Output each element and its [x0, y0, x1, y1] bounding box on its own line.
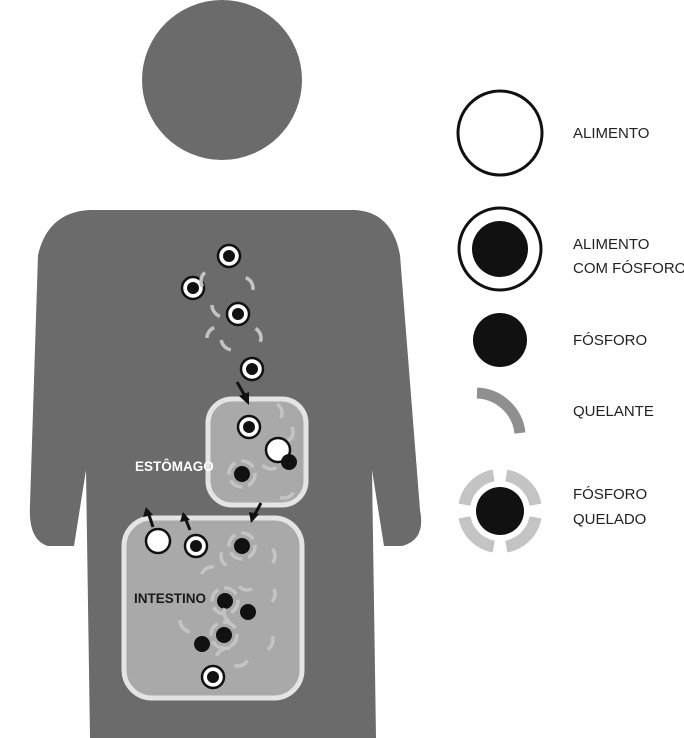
phosphorus-icon: [473, 313, 527, 367]
food-with-phosphorus-particle: [227, 303, 249, 325]
food-with-phosphorus-core: [472, 221, 528, 277]
legend-label-chelated-phosphorus-1: FÓSFORO: [573, 486, 647, 503]
intestine-label: INTESTINO: [134, 591, 206, 606]
stomach-outline: [208, 399, 306, 505]
food-with-phosphorus-particle: [241, 358, 263, 380]
legend-item-food: ALIMENTO: [458, 91, 649, 175]
chelated-phosphorus-icon-core: [476, 487, 524, 535]
legend-label-food-with-phosphorus-1: ALIMENTO: [573, 236, 649, 253]
legend-label-chelated-phosphorus-2: QUELADO: [573, 511, 646, 528]
legend-item-chelator: QUELANTE: [477, 393, 654, 433]
chelated-phosphorus-icon: [465, 476, 536, 547]
legend-label-phosphorus: FÓSFORO: [573, 332, 647, 349]
legend-label-chelator: QUELANTE: [573, 403, 654, 420]
legend-label-food: ALIMENTO: [573, 125, 649, 142]
food-icon: [458, 91, 542, 175]
chelator-icon: [477, 393, 520, 433]
food-with-phosphorus-particle: [238, 416, 260, 438]
legend-label-food-with-phosphorus-2: COM FÓSFORO: [573, 260, 684, 277]
phosphorus-particle: [194, 636, 210, 652]
stomach-label: ESTÔMAGO: [135, 459, 214, 474]
legend-item-phosphorus: FÓSFORO: [473, 313, 647, 367]
phosphorus-particle: [240, 604, 256, 620]
food-with-phosphorus-particle: [218, 245, 240, 267]
food-particle: [146, 529, 170, 553]
legend-item-food-with-phosphorus: ALIMENTO COM FÓSFORO: [459, 208, 684, 290]
food-with-phosphorus-particle: [185, 535, 207, 557]
food-with-phosphorus-particle: [202, 666, 224, 688]
legend: ALIMENTO ALIMENTO COM FÓSFORO FÓSFORO QU…: [458, 91, 684, 547]
head: [142, 0, 302, 160]
legend-item-chelated-phosphorus: FÓSFORO QUELADO: [465, 476, 648, 547]
phosphorus-particle: [281, 454, 297, 470]
